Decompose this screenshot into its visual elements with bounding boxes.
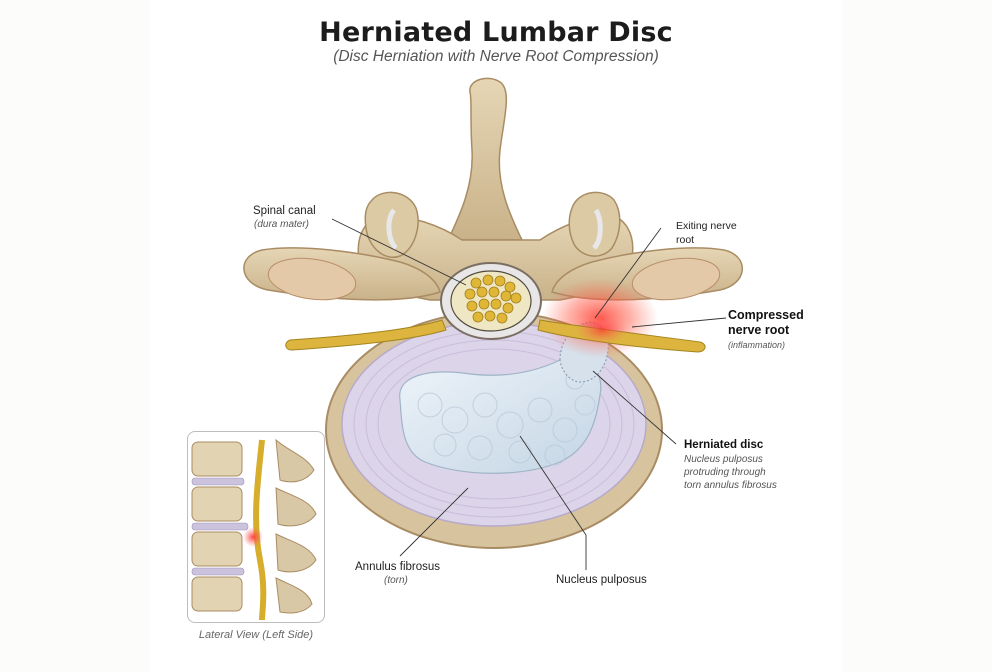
label-herniated: Herniated disc — [684, 439, 764, 451]
label-nucleus: Nucleus pulposus — [556, 574, 647, 586]
label-annulus-sub: (torn) — [384, 575, 408, 586]
diagram-title: Herniated Lumbar Disc — [319, 17, 673, 48]
inset-lateral-view — [191, 438, 317, 621]
inset-caption: Lateral View (Left Side) — [198, 629, 314, 641]
label-spinal-canal-sub: (dura mater) — [254, 219, 310, 230]
facet-left — [364, 191, 419, 259]
label-exiting-root-1: Exiting nerve — [676, 220, 737, 232]
label-exiting-root-2: root — [676, 234, 695, 246]
label-compressed-sub: (inflammation) — [728, 340, 786, 350]
spinous-process — [446, 77, 524, 241]
label-herniated-sub-3: torn annulus fibrosus — [684, 480, 777, 491]
nucleus-pulposus — [399, 356, 602, 474]
label-herniated-sub-1: Nucleus pulposus — [684, 454, 763, 465]
nerve-root-left — [285, 319, 447, 351]
label-compressed-1: Compressed — [728, 308, 804, 322]
facet-right — [568, 191, 621, 257]
cauda-equina — [464, 274, 522, 324]
label-spinal-canal: Spinal canal — [253, 205, 316, 217]
label-annulus: Annulus fibrosus — [355, 561, 441, 573]
inset-frame — [187, 431, 325, 623]
diagram-subtitle: (Disc Herniation with Nerve Root Compres… — [333, 48, 659, 65]
label-compressed-2: nerve root — [728, 323, 790, 337]
label-herniated-sub-2: protruding through — [684, 467, 766, 478]
